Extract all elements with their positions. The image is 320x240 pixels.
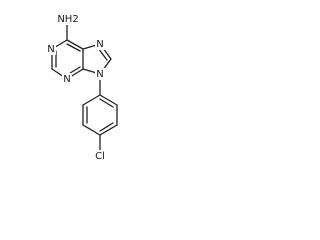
atom-label-n3: N (63, 74, 70, 85)
bond-c5-c6 (66, 39, 84, 50)
atom-label-n7: N (96, 39, 103, 50)
bond-layer (51, 22, 118, 153)
chemical-structure-diagram: NH2 N N N N Cl (46, 13, 118, 162)
bond-ph-c1-c2 (82, 94, 101, 106)
bond-ph-c4-c5 (99, 124, 118, 136)
bond-ph-c4-c5-double (99, 122, 114, 132)
atom-label-n1: N (47, 44, 54, 55)
nh2-text: NH2 (57, 14, 78, 25)
bond-ph-c6-c1-double (99, 98, 114, 108)
atom-label-cl: Cl (95, 151, 105, 162)
n9-label-bg (95, 68, 105, 80)
nh2-label-bg (59, 13, 77, 25)
bond-ph-c3-c4 (82, 124, 101, 136)
atom-label-nh2: NH2 (57, 14, 78, 25)
bond-ph-c6-c1 (99, 94, 118, 106)
n3-label-bg (62, 73, 72, 85)
atom-background-layer (46, 13, 108, 162)
n1-label-bg (46, 43, 56, 55)
bond-c5-c6-double (66, 43, 81, 52)
atom-label-layer: NH2 N N N N Cl (47, 14, 105, 162)
atom-label-n9: N (96, 69, 103, 80)
n7-label-bg (95, 38, 105, 50)
cl-label-bg (92, 150, 108, 162)
